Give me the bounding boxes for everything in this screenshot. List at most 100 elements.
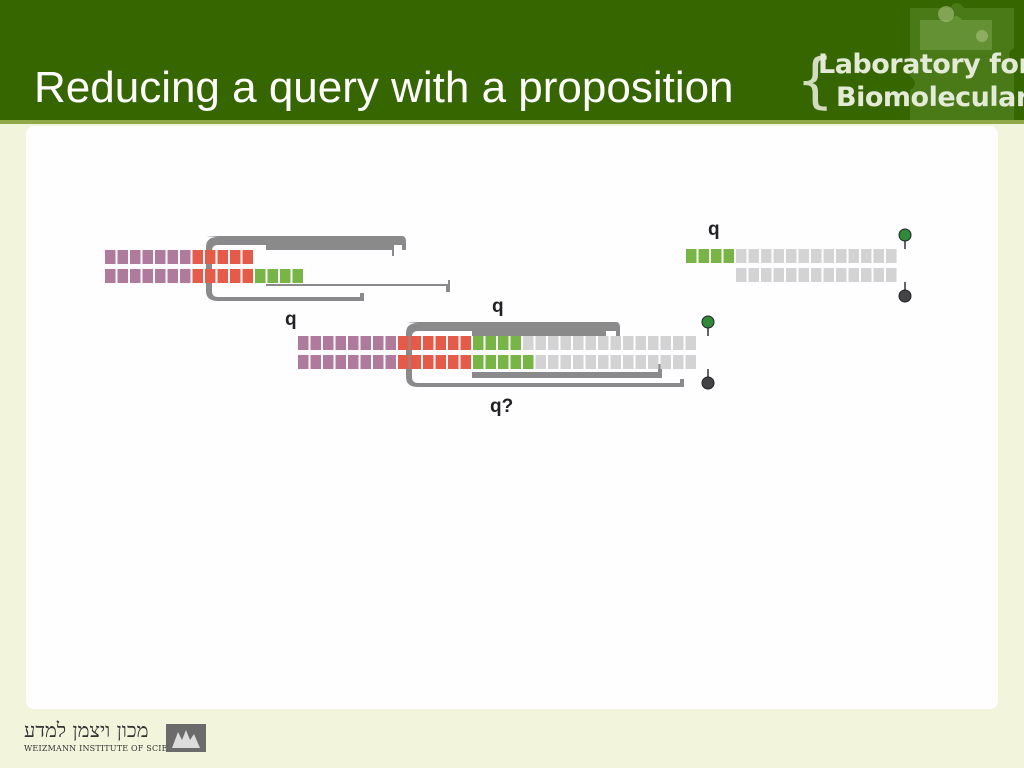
- center-bottom-strand-cell: [685, 355, 696, 369]
- left-bottom-strand-cell: [217, 269, 228, 283]
- center-bottom-strand-cell: [598, 355, 609, 369]
- left-top-strand-cell: [105, 250, 116, 264]
- left-bottom-strand-cell: [180, 269, 191, 283]
- center-top-strand-cell: [485, 336, 496, 350]
- left-bottom-strand-cell: [230, 269, 241, 283]
- left-top-strand-cell: [242, 250, 253, 264]
- right-bottom-strand-cell: [761, 268, 772, 282]
- center-clamp: [406, 322, 684, 387]
- center-bottom-strand-cell: [385, 355, 396, 369]
- right-top-strand-cell: [773, 249, 784, 263]
- right-top-strand-cell: [748, 249, 759, 263]
- right-top-strand-cell: [811, 249, 822, 263]
- center-bottom-strand-cell: [623, 355, 634, 369]
- right-green-ball: [898, 228, 912, 242]
- right-bottom-strand-cell: [773, 268, 784, 282]
- right-molecule: [686, 228, 912, 303]
- left-top-strand-cell: [167, 250, 178, 264]
- center-bottom-strand-cell: [435, 355, 446, 369]
- center-bottom-strand-cell: [410, 355, 421, 369]
- center-bottom-strand-cell: [398, 355, 409, 369]
- left-top-strand-cell: [230, 250, 241, 264]
- center-bottom-strand-cell: [585, 355, 596, 369]
- left-top-strand-cell: [217, 250, 228, 264]
- left-bottom-strand-cell: [142, 269, 153, 283]
- center-bottom-strand-cell: [498, 355, 509, 369]
- center-bottom-strand-cell: [523, 355, 534, 369]
- center-bottom-strand-cell: [473, 355, 484, 369]
- center-top-strand-cell: [298, 336, 309, 350]
- center-bottom-strand-cell: [448, 355, 459, 369]
- left-top-strand-cell: [205, 250, 216, 264]
- right-top-strand-cell: [798, 249, 809, 263]
- center-top-strand-cell: [460, 336, 471, 350]
- right-top-strand-cell: [836, 249, 847, 263]
- weizmann-emblem-icon: [166, 724, 206, 752]
- center-bottom-strand-frame: [472, 364, 662, 378]
- label-q-left: q: [285, 309, 297, 330]
- left-bottom-strand-cell: [255, 269, 266, 283]
- right-top-strand-cell: [861, 249, 872, 263]
- lab-logo-line2: Biomolecular: [836, 82, 1024, 113]
- center-top-strand-cell: [598, 336, 609, 350]
- center-top-strand-cell: [585, 336, 596, 350]
- left-bottom-strand-cell: [205, 269, 216, 283]
- right-bottom-strand-cell: [873, 268, 884, 282]
- center-top-strand-cell: [498, 336, 509, 350]
- slide-title: Reducing a query with a proposition: [34, 63, 734, 112]
- center-bottom-strand-cell: [510, 355, 521, 369]
- center-top-strand-cell: [685, 336, 696, 350]
- center-molecule: [298, 315, 715, 390]
- right-bottom-strand-cell: [836, 268, 847, 282]
- label-q-right: q: [708, 219, 720, 240]
- center-bottom-strand-cell: [335, 355, 346, 369]
- center-bottom-strand-cell: [460, 355, 471, 369]
- left-top-strand-cell: [155, 250, 166, 264]
- center-bottom-strand-cell: [423, 355, 434, 369]
- center-top-strand-cell: [335, 336, 346, 350]
- left-top-strand-cell: [142, 250, 153, 264]
- center-top-strand-cell: [560, 336, 571, 350]
- right-bottom-strand-cell: [848, 268, 859, 282]
- center-top-strand-cell: [410, 336, 421, 350]
- right-bottom-strand-cell: [823, 268, 834, 282]
- left-bottom-strand-cell: [117, 269, 128, 283]
- left-bottom-strand-cell: [105, 269, 116, 283]
- center-top-strand-cell: [385, 336, 396, 350]
- center-bottom-strand-cell: [360, 355, 371, 369]
- right-top-strand-cell: [723, 249, 734, 263]
- header-divider: [0, 120, 1024, 124]
- center-top-strand-cell: [648, 336, 659, 350]
- center-top-strand-cell: [573, 336, 584, 350]
- right-top-strand-cell: [886, 249, 897, 263]
- right-top-strand-cell: [686, 249, 697, 263]
- center-top-strand-cell: [448, 336, 459, 350]
- right-top-strand-cell: [873, 249, 884, 263]
- center-bottom-strand-cell: [573, 355, 584, 369]
- right-bottom-strand-cell: [748, 268, 759, 282]
- right-top-strand-cell: [736, 249, 747, 263]
- center-bottom-strand-cell: [310, 355, 321, 369]
- center-bottom-strand-cell: [610, 355, 621, 369]
- center-bottom-strand-cell: [298, 355, 309, 369]
- right-top-strand-cell: [848, 249, 859, 263]
- center-top-strand-cell: [623, 336, 634, 350]
- right-top-strand-cell: [761, 249, 772, 263]
- center-top-strand-cell: [473, 336, 484, 350]
- right-bottom-strand-cell: [786, 268, 797, 282]
- left-top-strand-cell: [130, 250, 141, 264]
- left-top-strand-cell: [117, 250, 128, 264]
- left-bottom-strand-cell: [192, 269, 203, 283]
- center-top-strand-cell: [373, 336, 384, 350]
- center-green-ball: [701, 315, 715, 329]
- center-top-strand-cell: [398, 336, 409, 350]
- center-top-strand-cell: [610, 336, 621, 350]
- center-bottom-strand-cell: [485, 355, 496, 369]
- center-top-strand-cell: [535, 336, 546, 350]
- center-top-strand-frame: [472, 326, 606, 342]
- center-top-strand-cell: [548, 336, 559, 350]
- center-bottom-strand-cell: [660, 355, 671, 369]
- label-q-center: q: [492, 296, 504, 317]
- center-bottom-strand-cell: [373, 355, 384, 369]
- slide-content-panel: q q q q?: [26, 126, 998, 709]
